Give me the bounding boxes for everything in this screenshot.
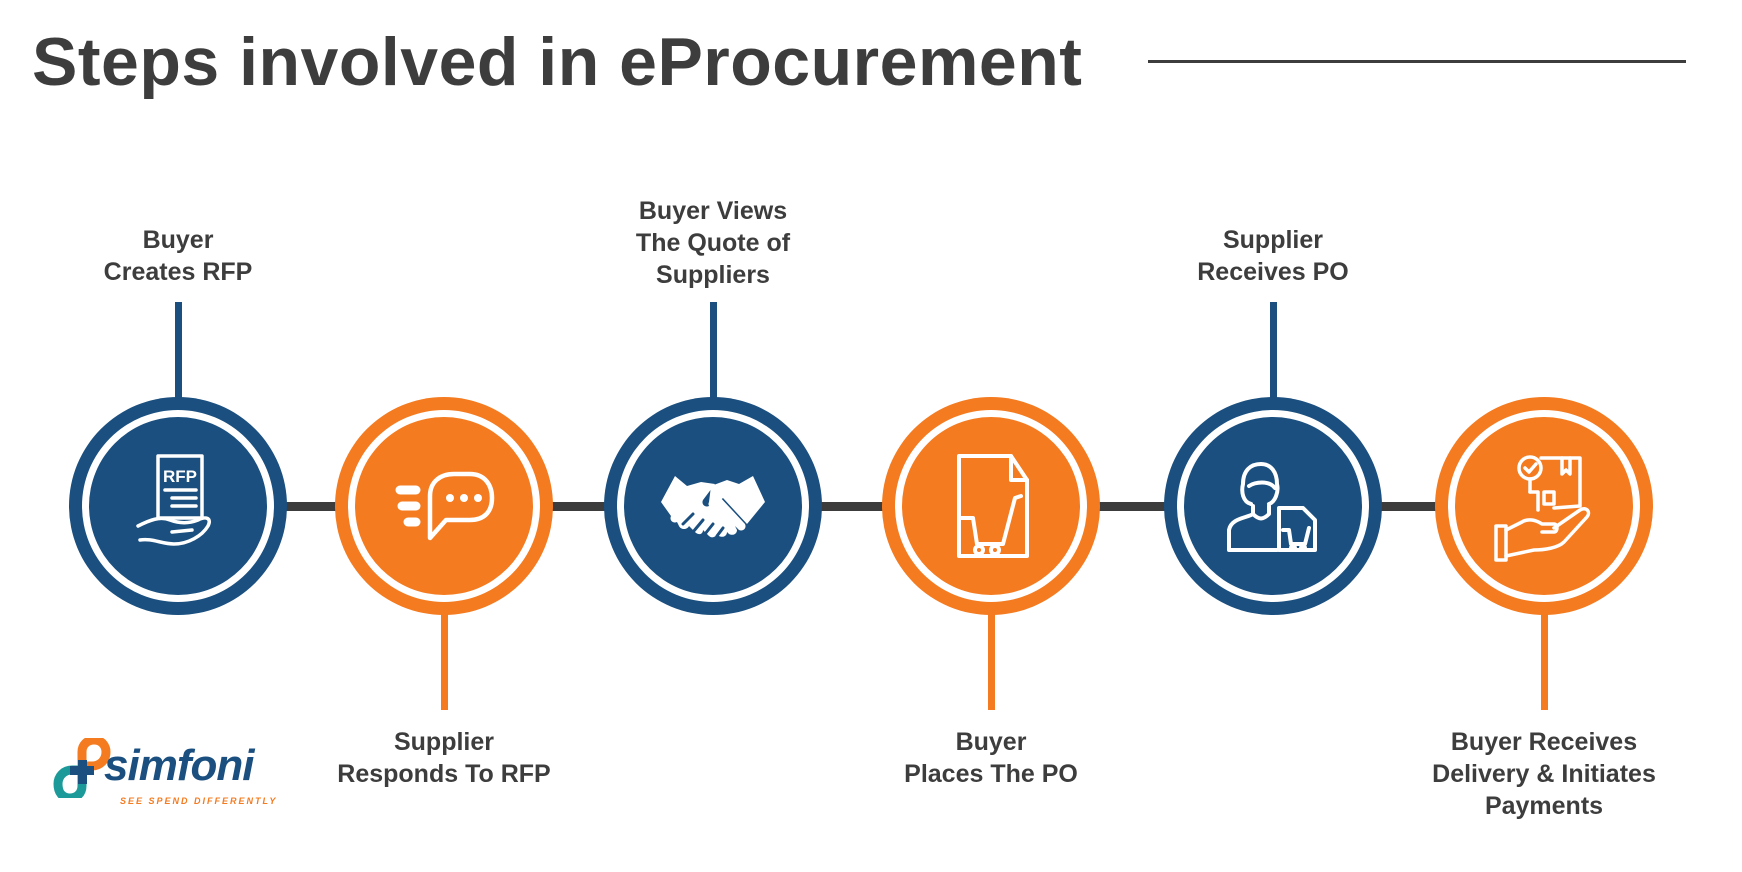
step-3-stem: [710, 302, 717, 399]
delivery-package-hand-icon: [1494, 455, 1591, 562]
step-6-node: [1435, 397, 1653, 615]
step-6-label-line: Delivery & Initiates: [1432, 760, 1656, 788]
step-3-node: [604, 397, 822, 615]
step-1-label-line: Buyer: [142, 226, 214, 254]
step-2-stem: [441, 613, 448, 710]
step-5-stem: [1270, 302, 1277, 399]
svg-text:RFP: RFP: [163, 467, 197, 486]
step-4-node: [882, 397, 1100, 615]
step-4-label-line: Buyer: [955, 728, 1027, 756]
step-5-node: [1164, 397, 1382, 615]
page-title: Steps involved in eProcurement: [32, 24, 1083, 100]
step-4-label-line: Places The PO: [904, 760, 1078, 788]
step-4-label: Buyer Places The PO: [841, 726, 1141, 790]
step-2-label-line: Supplier: [393, 728, 494, 756]
step-2-node: [335, 397, 553, 615]
timeline-connector: [178, 502, 1544, 511]
logo-wordmark: simfoni: [104, 741, 254, 790]
speech-bubble-icon: [395, 471, 495, 541]
step-1-label: Buyer Creates RFP: [28, 224, 328, 288]
step-5-label: Supplier Receives PO: [1123, 224, 1423, 288]
step-5-label-line: Supplier: [1222, 226, 1323, 254]
supplier-person-document-icon: [1227, 462, 1317, 552]
step-3-label: Buyer Views The Quote of Suppliers: [563, 195, 863, 291]
step-6-label-line: Buyer Receives: [1450, 728, 1638, 756]
step-4-stem: [988, 613, 995, 710]
title-divider: [1148, 60, 1686, 63]
step-1-label-line: Creates RFP: [103, 258, 253, 286]
handshake-icon: [661, 476, 765, 538]
simfoni-logo: simfoni SEE SPEND DIFFERENTLY: [52, 738, 275, 828]
step-2-label: Supplier Responds To RFP: [294, 726, 594, 790]
step-1-stem: [175, 302, 182, 399]
rfp-document-hand-icon: RFP: [136, 454, 211, 546]
step-6-label: Buyer Receives Delivery & Initiates Paym…: [1394, 726, 1694, 822]
purchase-order-cart-icon: [957, 454, 1029, 558]
step-2-label-line: Responds To RFP: [337, 760, 551, 788]
step-6-stem: [1541, 613, 1548, 710]
step-3-label-line: Buyer Views: [638, 197, 788, 225]
step-1-node: RFP: [69, 397, 287, 615]
logo-tagline: SEE SPEND DIFFERENTLY: [120, 796, 278, 806]
step-3-label-line: Suppliers: [656, 261, 770, 289]
step-5-label-line: Receives PO: [1197, 258, 1349, 286]
simfoni-logo-mark-icon: [53, 738, 111, 798]
step-6-label-line: Payments: [1484, 792, 1604, 820]
step-3-label-line: The Quote of: [635, 229, 791, 257]
